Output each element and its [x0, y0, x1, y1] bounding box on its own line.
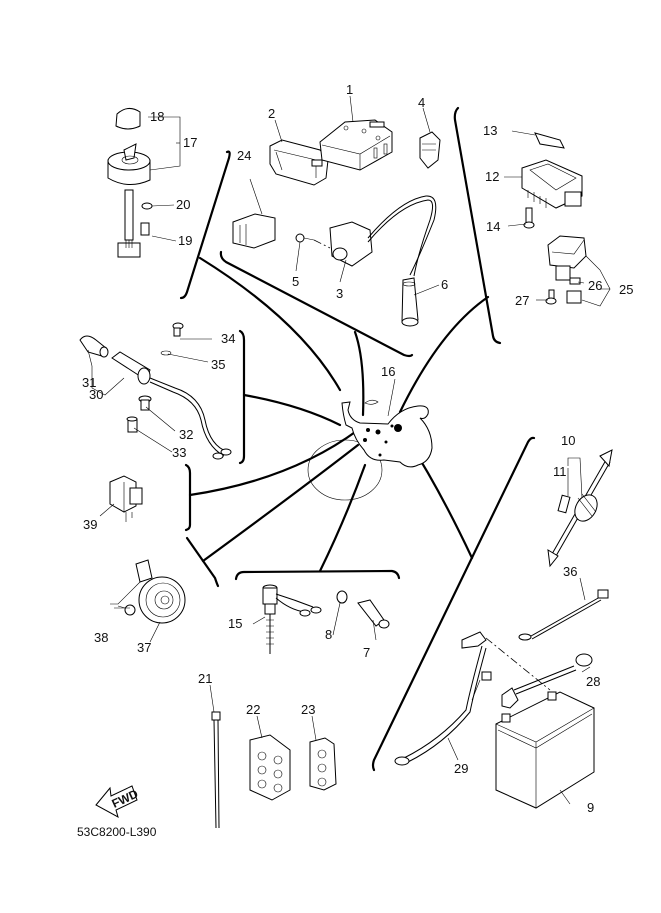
label-part-36: 36	[563, 564, 577, 579]
bracket-horn	[185, 536, 220, 588]
leader-thermo	[318, 463, 367, 573]
ignition-coil-3	[329, 195, 437, 277]
leader-main-switch	[198, 256, 342, 392]
gasket-8	[336, 590, 348, 604]
part-labels: 1 2 3 4 5 6 7 8 9 10 11 12 13 14 15 16 1…	[82, 82, 633, 815]
starter-relay-25	[547, 235, 587, 281]
label-part-13: 13	[483, 123, 497, 138]
clip-4	[419, 131, 441, 169]
label-leaders	[87, 95, 611, 805]
switch-7	[357, 599, 390, 629]
flasher-10	[547, 449, 613, 568]
label-part-25: 25	[619, 282, 633, 297]
bracket-main-switch	[179, 150, 231, 300]
bracket-battery-group	[371, 436, 536, 772]
ecu-1	[319, 119, 393, 171]
label-part-9: 9	[587, 800, 594, 815]
rectifier-regulator-12	[521, 159, 583, 209]
label-part-27: 27	[515, 293, 529, 308]
leader-meter	[242, 393, 342, 427]
label-part-21: 21	[198, 671, 212, 686]
label-part-33: 33	[172, 445, 186, 460]
bolt-27	[545, 289, 557, 305]
label-part-14: 14	[486, 219, 500, 234]
assembly-line	[485, 637, 551, 691]
minus-lead-29	[394, 631, 492, 766]
label-part-34: 34	[221, 331, 235, 346]
label-part-10: 10	[561, 433, 575, 448]
spark-plug-cap-6	[401, 277, 419, 327]
label-part-2: 2	[268, 106, 275, 121]
fuse-26	[569, 277, 581, 285]
label-part-12: 12	[485, 169, 499, 184]
label-part-29: 29	[454, 761, 468, 776]
washer-35	[160, 350, 172, 356]
label-part-37: 37	[137, 640, 151, 655]
label-part-32: 32	[179, 427, 193, 442]
holder-23	[309, 737, 337, 791]
label-part-5: 5	[292, 274, 299, 289]
label-part-39: 39	[83, 517, 97, 532]
horn-37	[135, 559, 186, 624]
band-21	[211, 711, 221, 829]
label-part-23: 23	[301, 702, 315, 717]
leader-horn	[201, 443, 360, 563]
damper-13	[534, 132, 565, 149]
relay-24	[232, 213, 276, 249]
label-part-22: 22	[246, 702, 260, 717]
leader-relay	[188, 428, 360, 497]
label-part-7: 7	[363, 645, 370, 660]
wire-lead-36	[518, 589, 609, 641]
main-switch-17	[107, 108, 153, 258]
cap-11	[557, 494, 571, 514]
label-part-30: 30	[89, 387, 103, 402]
holder-22	[249, 734, 291, 801]
bracket-thermo-group	[234, 569, 401, 581]
damper-33	[126, 416, 138, 433]
bolt-14	[523, 207, 535, 229]
label-part-35: 35	[211, 357, 225, 372]
bolt-5	[295, 233, 331, 249]
label-part-31: 31	[82, 375, 96, 390]
motorcycle-silhouette	[307, 399, 433, 501]
label-part-19: 19	[178, 233, 192, 248]
label-part-38: 38	[94, 630, 108, 645]
label-part-18: 18	[150, 109, 164, 124]
cap-31	[79, 335, 109, 358]
label-part-8: 8	[325, 627, 332, 642]
leader-ecu	[353, 330, 365, 417]
label-part-28: 28	[586, 674, 600, 689]
drawing-code: 53C8200-L390	[77, 825, 157, 839]
starter-lead-28	[501, 653, 593, 709]
label-part-24: 24	[237, 148, 251, 163]
collar-32	[138, 395, 152, 411]
thermo-unit-15	[262, 584, 322, 654]
fwd-arrow-icon: FWD	[95, 785, 141, 819]
label-part-1: 1	[346, 82, 353, 97]
label-part-3: 3	[336, 286, 343, 301]
switch-30	[111, 351, 232, 460]
label-part-4: 4	[418, 95, 425, 110]
relay-39	[109, 475, 143, 522]
fwd-label: FWD	[110, 787, 141, 811]
screw-34	[172, 322, 184, 337]
bracket-meter-switch	[238, 329, 246, 465]
label-part-17: 17	[183, 135, 197, 150]
label-part-26: 26	[588, 278, 602, 293]
battery-9	[495, 691, 595, 809]
label-part-15: 15	[228, 616, 242, 631]
label-part-6: 6	[441, 277, 448, 292]
label-part-11: 11	[553, 464, 567, 479]
fuse-box-26b	[566, 290, 582, 304]
bracket-regulator-group	[453, 106, 502, 345]
leader-regulator	[398, 295, 490, 414]
ecu-cover-2	[269, 139, 329, 186]
label-part-16: 16	[381, 364, 395, 379]
label-part-20: 20	[176, 197, 190, 212]
bolt-38	[117, 604, 136, 616]
bracket-relay	[184, 463, 192, 532]
bracket-ecu-group	[219, 250, 414, 358]
